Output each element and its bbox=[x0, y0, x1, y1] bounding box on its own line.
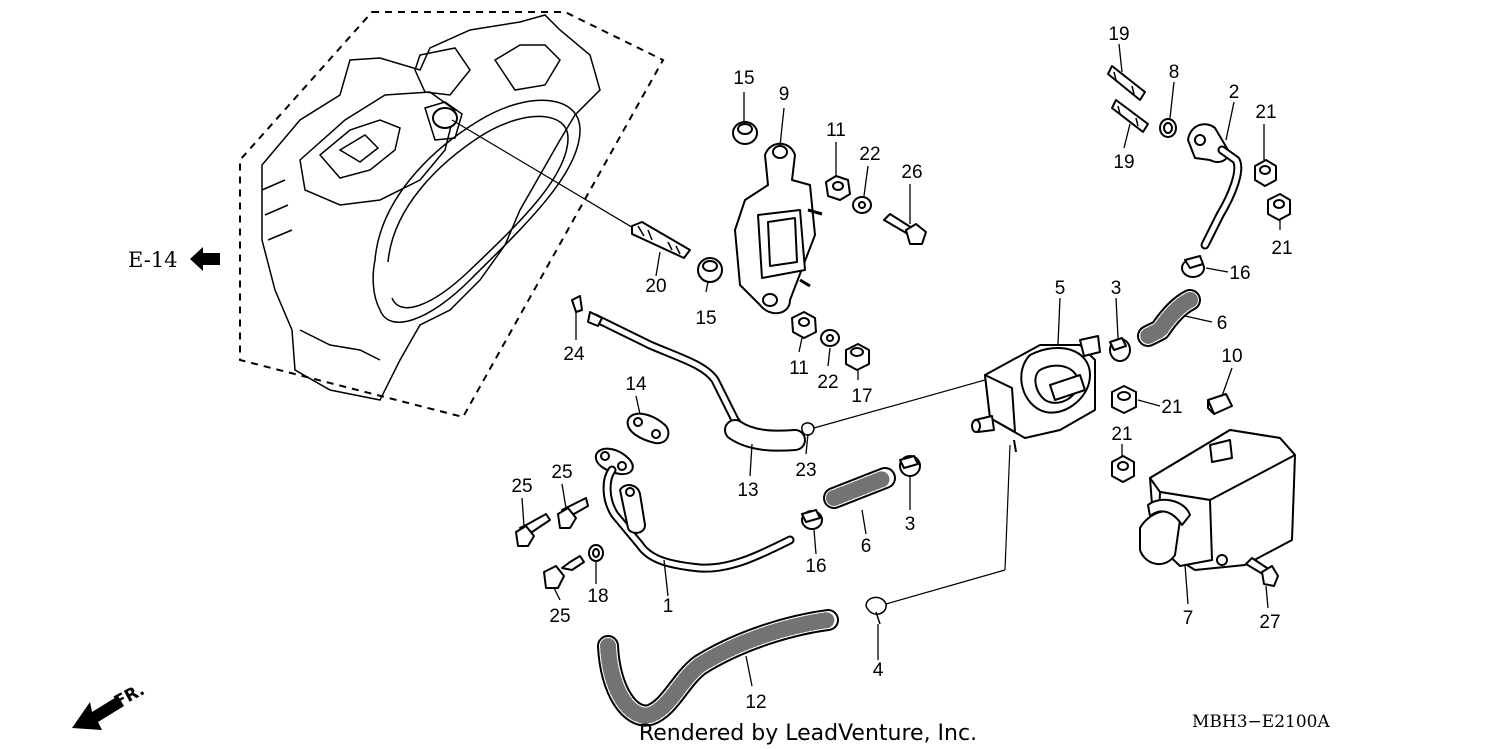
flange-nut-lower bbox=[791, 311, 817, 339]
hose-upper bbox=[1137, 289, 1201, 347]
callout-22-upper: 22 bbox=[859, 144, 880, 165]
callout-21-a: 21 bbox=[1255, 102, 1276, 123]
small-clip bbox=[801, 422, 815, 436]
callout-2: 2 bbox=[1229, 82, 1240, 103]
callout-8: 8 bbox=[1169, 62, 1180, 83]
bolt-b bbox=[557, 497, 589, 529]
bolt-a bbox=[515, 513, 551, 547]
callout-23: 23 bbox=[795, 460, 816, 481]
front-arrow-icon bbox=[72, 696, 124, 730]
callout-10: 10 bbox=[1221, 346, 1242, 367]
callout-16-lower: 16 bbox=[805, 556, 826, 577]
callout-19-lower: 19 bbox=[1113, 152, 1134, 173]
callout-9: 9 bbox=[779, 84, 790, 105]
callout-16-upper: 16 bbox=[1229, 263, 1250, 284]
mounting-bolt bbox=[1245, 557, 1279, 587]
nut-d bbox=[1111, 455, 1135, 483]
callout-21-b: 21 bbox=[1271, 238, 1292, 259]
air-pipe-lower bbox=[594, 447, 795, 573]
valve-bracket bbox=[734, 142, 823, 315]
nut-a bbox=[1254, 159, 1277, 187]
reference-label: E-14 bbox=[128, 248, 178, 272]
callout-5: 5 bbox=[1055, 278, 1066, 299]
callout-25-b: 25 bbox=[551, 462, 572, 483]
callout-21-d: 21 bbox=[1111, 424, 1132, 445]
callout-26: 26 bbox=[901, 162, 922, 183]
callout-12: 12 bbox=[745, 692, 766, 713]
nut-b bbox=[1267, 193, 1291, 221]
callout-20: 20 bbox=[645, 276, 666, 297]
callout-7: 7 bbox=[1183, 608, 1194, 629]
callout-17: 17 bbox=[851, 386, 872, 407]
callout-labels: 20 15 15 9 11 22 26 11 22 17 19 19 8 2 2… bbox=[511, 24, 1292, 713]
leader-lines bbox=[521, 43, 1281, 687]
stud-bolt bbox=[631, 221, 691, 259]
callout-18: 18 bbox=[587, 586, 608, 607]
hose-clamp-upper bbox=[1181, 255, 1205, 278]
callout-21-c: 21 bbox=[1161, 397, 1182, 418]
gasket bbox=[626, 412, 670, 445]
callout-25-c: 25 bbox=[549, 606, 570, 627]
callout-19-upper: 19 bbox=[1108, 24, 1129, 45]
collar-nut-upper bbox=[732, 121, 758, 145]
callout-25-a: 25 bbox=[511, 476, 532, 497]
flange-bolt bbox=[883, 213, 927, 245]
o-ring bbox=[1159, 118, 1177, 138]
long-hose bbox=[597, 609, 839, 727]
callout-22-lower: 22 bbox=[817, 372, 838, 393]
washer bbox=[852, 196, 872, 214]
callout-15-lower: 15 bbox=[695, 308, 716, 329]
callout-13: 13 bbox=[737, 480, 758, 501]
callout-6-upper: 6 bbox=[1217, 313, 1228, 334]
clamp-upper bbox=[1109, 337, 1131, 362]
air-pipe-middle bbox=[587, 311, 806, 452]
callout-6-lower: 6 bbox=[861, 536, 872, 557]
grommet bbox=[1207, 393, 1233, 415]
collar-nut bbox=[697, 257, 723, 283]
stud-upper bbox=[1107, 65, 1146, 101]
callout-14: 14 bbox=[625, 374, 647, 395]
callout-1: 1 bbox=[663, 596, 674, 617]
wire-clip bbox=[865, 596, 887, 625]
hose-lower bbox=[823, 467, 896, 509]
callout-3-upper: 3 bbox=[1111, 278, 1122, 299]
flange-nut bbox=[825, 175, 851, 201]
washer-18 bbox=[588, 544, 604, 562]
front-direction-marker: FR. bbox=[72, 680, 148, 730]
callout-11-upper: 11 bbox=[826, 120, 846, 141]
diagram-code: MBH3−E2100A bbox=[1192, 712, 1330, 732]
air-pipe-upper bbox=[1187, 123, 1243, 250]
credit-text: Rendered by LeadVenture, Inc. bbox=[639, 721, 977, 746]
reference-arrow-icon bbox=[190, 247, 220, 271]
callout-24: 24 bbox=[563, 344, 585, 365]
hose-clip bbox=[571, 295, 583, 313]
air-filter-box bbox=[1139, 429, 1296, 571]
stud-lower bbox=[1111, 99, 1149, 133]
washer-lower bbox=[820, 329, 840, 347]
clamp-lower bbox=[899, 455, 921, 477]
bolt-c bbox=[543, 555, 585, 589]
callout-4: 4 bbox=[873, 660, 884, 681]
nut-c bbox=[1111, 385, 1137, 414]
crankcase-assembly bbox=[239, 11, 665, 419]
callout-3-lower: 3 bbox=[905, 514, 916, 535]
callout-11-lower: 11 bbox=[789, 358, 809, 379]
air-valve bbox=[971, 335, 1101, 453]
callout-15-upper: 15 bbox=[733, 68, 754, 89]
callout-27: 27 bbox=[1259, 612, 1280, 633]
hose-clamp-lower bbox=[801, 509, 823, 530]
cap-nut bbox=[845, 343, 870, 371]
